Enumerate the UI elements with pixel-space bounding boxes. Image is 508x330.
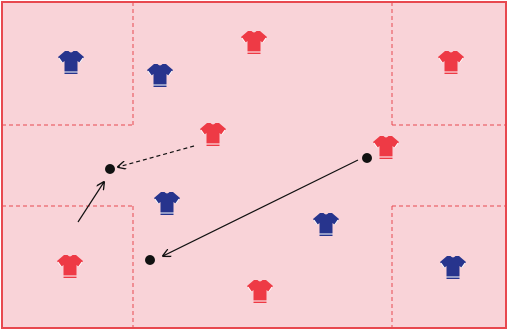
markers (105, 153, 372, 265)
shirt-trim (247, 286, 273, 302)
shirt-trim (241, 37, 267, 53)
dot-marker-icon (145, 255, 155, 265)
pass-arrow-dashed (118, 145, 195, 167)
shirt-trim (440, 262, 466, 278)
shirt-trim (58, 57, 84, 73)
dot-marker-icon (105, 164, 115, 174)
shirt-trim (438, 57, 464, 73)
arrows (77, 145, 359, 256)
shirt-trim (147, 70, 173, 86)
shirt-trims (57, 37, 466, 302)
shirt-trim (200, 129, 226, 145)
shirt-trim (373, 142, 399, 158)
run-arrow (77, 182, 104, 223)
shirt-trim (154, 198, 180, 214)
pass-arrow (163, 159, 359, 256)
shirt-trim (57, 261, 83, 277)
dot-marker-icon (362, 153, 372, 163)
shirt-trim (313, 219, 339, 235)
